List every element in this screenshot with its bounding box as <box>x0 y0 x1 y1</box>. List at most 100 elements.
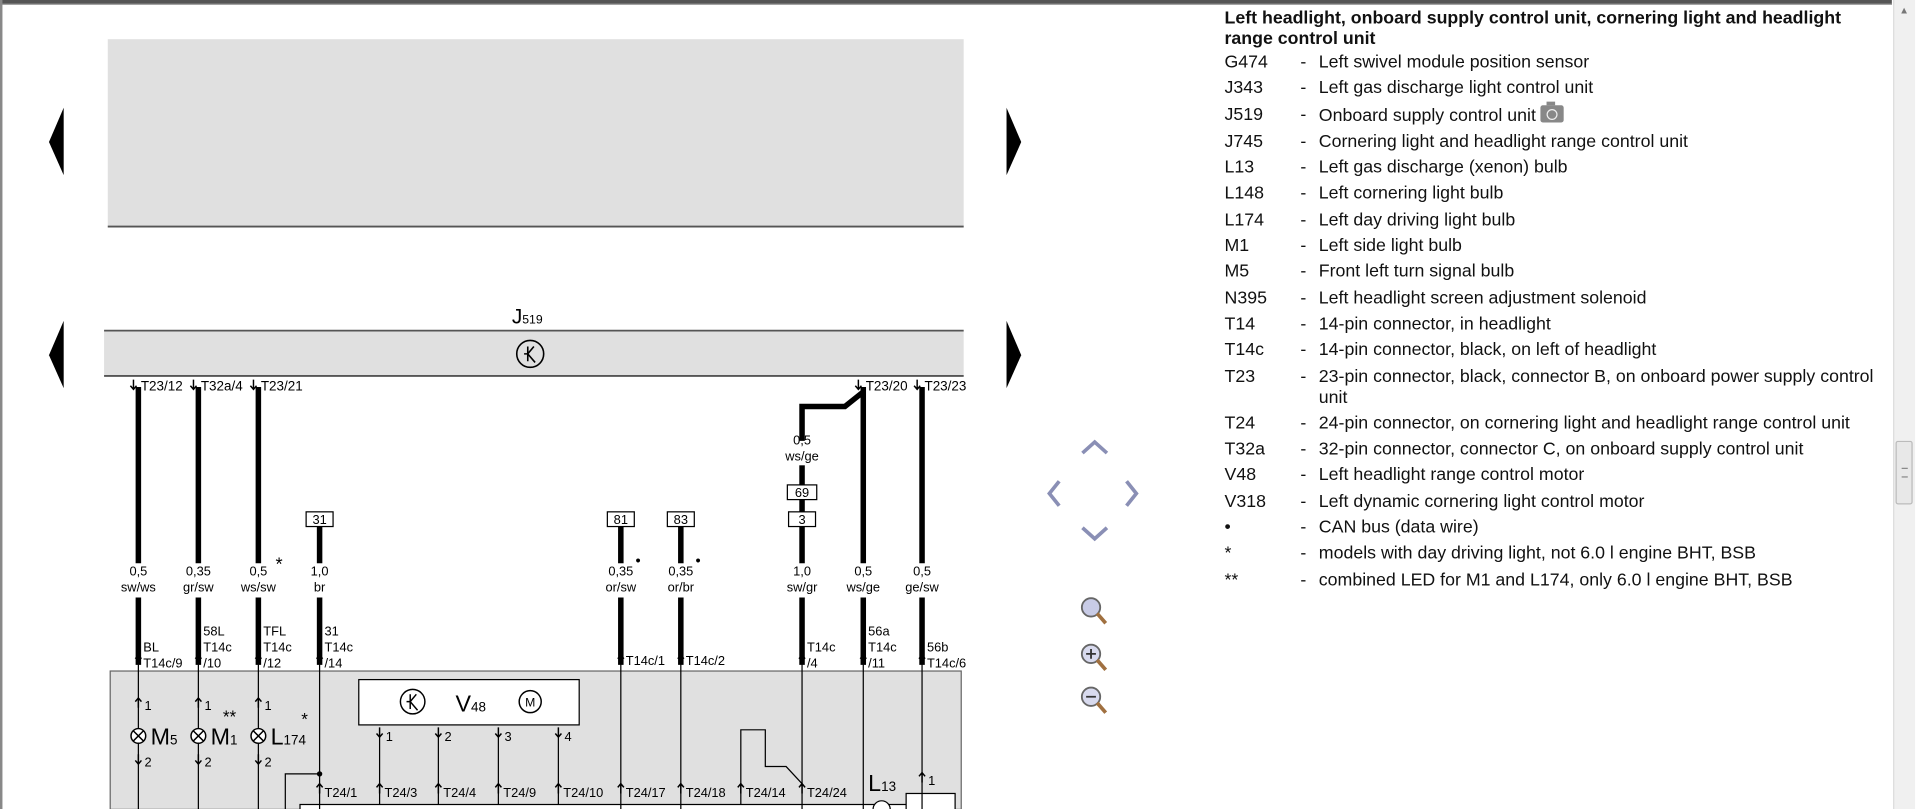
arrow-down-icon <box>854 379 863 391</box>
frame-border <box>0 0 1892 5</box>
bulb-label: L174 <box>271 723 307 749</box>
bulb-icon <box>192 730 204 742</box>
legend-code: T23 <box>1224 366 1256 387</box>
legend-dash: - <box>1300 288 1307 309</box>
zoom-out-icon[interactable] <box>1080 686 1108 714</box>
legend-item: G474-Left swivel module position sensor <box>1225 53 1886 74</box>
legend-description: Left headlight screen adjustment solenoi… <box>1319 289 1886 310</box>
connector-label: /10 <box>203 655 221 670</box>
legend-description-text: combined LED for M1 and L174, only 6.0 l… <box>1318 570 1793 590</box>
bulb-label: M1 <box>211 723 238 749</box>
frame-border <box>0 0 3 809</box>
legend-description: Left side light bulb <box>1319 236 1886 257</box>
connector-label: T24/1 <box>324 785 357 800</box>
arrow-up-icon <box>554 782 562 794</box>
camera-icon[interactable] <box>1540 101 1565 122</box>
connector-label: BL <box>143 639 159 654</box>
footnote-mark: • <box>636 554 641 570</box>
arrow-up-icon <box>918 653 926 665</box>
component-block <box>107 39 964 227</box>
zoom-fit-icon[interactable] <box>1080 597 1108 625</box>
connector-label: 58L <box>203 624 224 639</box>
legend-code: L174 <box>1224 210 1265 230</box>
arrow-up-icon <box>737 782 745 794</box>
pin-label: 1 <box>204 698 211 713</box>
legend-code: * <box>1224 544 1232 564</box>
legend-code: L148 <box>1224 184 1265 204</box>
connector-label: 56b <box>927 639 948 654</box>
arrow-down-icon <box>134 754 142 766</box>
arrow-up-icon <box>677 653 685 665</box>
zoom-in-icon[interactable] <box>1080 643 1108 672</box>
connector-label: T14c <box>868 639 897 654</box>
pan-right-icon[interactable] <box>1125 480 1139 507</box>
legend-item: T32a-32-pin connector, connector C, on o… <box>1225 440 1886 461</box>
connector-label: /4 <box>807 655 818 670</box>
wire-color-label: ws/sw <box>240 579 277 594</box>
legend-description-text: Left cornering light bulb <box>1318 184 1504 204</box>
next-page-arrow-icon[interactable] <box>1006 107 1022 176</box>
pan-up-icon[interactable] <box>1081 439 1109 455</box>
connector-label: T14c/1 <box>626 653 665 668</box>
wire-size-label: 1,0 <box>311 564 329 579</box>
pin-label: 1 <box>264 698 271 713</box>
v48-motor-block[interactable] <box>358 678 580 726</box>
connector-label: T24/24 <box>807 785 847 800</box>
arrow-down-icon <box>249 379 258 391</box>
legend-description-text: Left day driving light bulb <box>1318 210 1516 230</box>
legend-description-text: Left dynamic cornering light control mot… <box>1318 491 1645 512</box>
legend-item: J519 -Onboard supply control unit <box>1224 101 1886 127</box>
legend-dash: - <box>1300 132 1307 152</box>
wiring-diagram[interactable]: J519 T23/120,5sw/wsBLT14c/9T32a/40,35gr/… <box>0 0 1212 809</box>
v48-label: V48 <box>456 690 486 716</box>
scrollbar-thumb[interactable] <box>1895 440 1913 505</box>
arrow-up-icon <box>677 782 685 794</box>
motor-icon <box>518 689 542 714</box>
legend-description: 32-pin connector, connector C, on onboar… <box>1319 440 1886 461</box>
wire <box>740 729 803 805</box>
legend-description: 24-pin connector, on cornering light and… <box>1319 414 1886 435</box>
legend-dash: - <box>1300 491 1307 512</box>
arrow-up-icon <box>798 653 806 665</box>
connector-label: T14c <box>203 639 232 654</box>
legend-description-text: Cornering light and headlight range cont… <box>1318 132 1688 152</box>
j745-control-unit[interactable] <box>299 803 913 809</box>
l13-label: L13 <box>868 770 896 796</box>
pan-left-icon[interactable] <box>1047 480 1061 507</box>
legend-dash: - <box>1300 52 1307 73</box>
wire-size-label: 0,35 <box>608 564 633 579</box>
legend-dash: - <box>1300 158 1307 178</box>
legend-dash: - <box>1300 104 1307 125</box>
arrow-up-icon <box>194 653 202 665</box>
legend-code: J519 <box>1224 104 1264 125</box>
wire-color-label: or/sw <box>605 579 636 594</box>
wire-reference-label: 81 <box>614 512 628 527</box>
vertical-scrollbar[interactable]: ▲ <box>1893 0 1916 809</box>
legend-item: T24-24-pin connector, on cornering light… <box>1225 414 1886 435</box>
connector-label: T14c <box>263 639 292 654</box>
legend-description-text: Onboard supply control unit <box>1318 106 1536 126</box>
prev-page-arrow-icon[interactable] <box>48 320 64 389</box>
legend-item: M1-Left side light bulb <box>1225 236 1886 257</box>
scroll-up-arrow-icon[interactable]: ▲ <box>1899 4 1909 16</box>
wire-color-label: sw/ws <box>121 579 156 594</box>
legend-code: G474 <box>1224 52 1268 73</box>
prev-page-arrow-icon[interactable] <box>48 107 64 176</box>
wire-size-label: 0,5 <box>249 564 267 579</box>
legend-description: 14-pin connector, black, on left of head… <box>1319 341 1886 362</box>
j519-control-unit[interactable] <box>104 330 964 376</box>
legend-dash: - <box>1300 78 1307 99</box>
legend-item: *-models with day driving light, not 6.0… <box>1225 544 1886 565</box>
wire[interactable] <box>799 389 865 441</box>
arrow-down-icon <box>254 754 262 766</box>
legend-description: 14-pin connector, in headlight <box>1319 315 1886 336</box>
legend-description-text: 14-pin connector, black, on left of head… <box>1318 340 1657 361</box>
pan-down-icon[interactable] <box>1081 526 1109 542</box>
bulb-icon <box>132 730 144 742</box>
legend-description-text: 24-pin connector, on cornering light and… <box>1318 413 1850 434</box>
legend-code: N395 <box>1224 288 1267 309</box>
legend-code: J343 <box>1224 78 1264 99</box>
connector-label: 31 <box>324 624 338 639</box>
next-page-arrow-icon[interactable] <box>1006 320 1022 389</box>
